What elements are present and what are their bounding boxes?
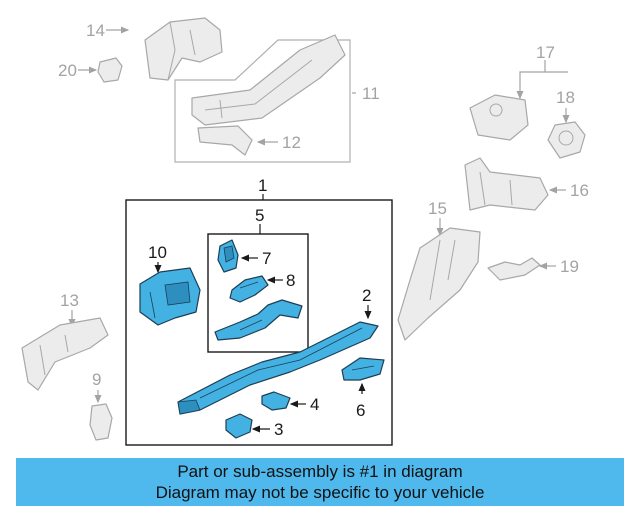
part-3-bracket[interactable] bbox=[225, 413, 253, 439]
part-6-bracket[interactable] bbox=[341, 357, 385, 381]
part-20-bracket bbox=[97, 57, 123, 83]
part-11-frame-box bbox=[174, 34, 351, 163]
callout-16: 16 bbox=[570, 181, 589, 200]
banner-line-2: Diagram may not be specific to your vehi… bbox=[155, 483, 485, 502]
callout-6: 6 bbox=[356, 401, 365, 420]
callout-19: 19 bbox=[560, 257, 579, 276]
part-15-rail bbox=[397, 227, 481, 341]
callout-17: 17 bbox=[536, 43, 555, 62]
parts-diagram: 14 20 11 12 17 18 16 15 19 13 9 bbox=[21, 17, 589, 446]
callout-15: 15 bbox=[428, 199, 447, 218]
callout-10: 10 bbox=[148, 243, 167, 262]
callout-5: 5 bbox=[255, 206, 264, 225]
sub-assembly-5-frame bbox=[207, 233, 309, 353]
assembly-1-frame bbox=[125, 199, 393, 446]
part-13-rail bbox=[21, 317, 109, 391]
callout-14: 14 bbox=[86, 21, 105, 40]
callout-1: 1 bbox=[258, 176, 267, 195]
callout-20: 20 bbox=[58, 61, 77, 80]
callout-9: 9 bbox=[92, 370, 101, 389]
callout-7: 7 bbox=[262, 249, 271, 268]
callout-3: 3 bbox=[274, 420, 283, 439]
callout-12: 12 bbox=[282, 133, 301, 152]
part-19-bracket bbox=[487, 257, 541, 281]
part-9-plate bbox=[89, 403, 113, 441]
part-17-tower bbox=[469, 94, 529, 141]
callout-2: 2 bbox=[362, 286, 371, 305]
part-7-bracket[interactable] bbox=[217, 239, 239, 273]
callout-18: 18 bbox=[556, 88, 575, 107]
part-16-panel bbox=[464, 157, 549, 211]
callout-13: 13 bbox=[60, 291, 79, 310]
part-18-mount bbox=[547, 121, 586, 159]
part-4-bracket[interactable] bbox=[261, 391, 291, 411]
callout-4: 4 bbox=[310, 395, 319, 414]
part-8-bracket[interactable] bbox=[229, 275, 269, 303]
part-14-apron bbox=[144, 17, 223, 81]
info-banner: Part or sub-assembly is #1 in diagram Di… bbox=[16, 458, 624, 506]
part-5-member[interactable] bbox=[214, 299, 303, 341]
part-12-bracket bbox=[197, 125, 253, 156]
part-2-side-rail[interactable] bbox=[177, 321, 379, 415]
callout-8: 8 bbox=[286, 271, 295, 290]
banner-line-1: Part or sub-assembly is #1 in diagram bbox=[177, 462, 463, 481]
part-10-wheelhouse[interactable] bbox=[139, 267, 201, 326]
callout-11: 11 bbox=[362, 84, 380, 103]
